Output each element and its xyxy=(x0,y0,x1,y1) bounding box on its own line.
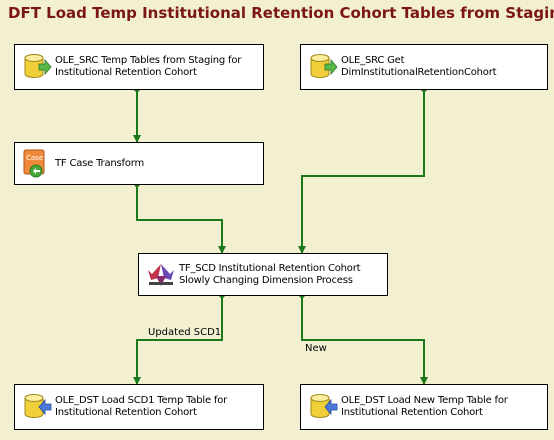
path-label-updated-scd1: Updated SCD1 xyxy=(148,327,222,338)
database-destination-icon xyxy=(308,392,338,422)
database-source-icon xyxy=(308,52,338,82)
component-label: OLE_DST Load SCD1 Temp Table for Institu… xyxy=(55,395,228,418)
path-src-temp-to-case[interactable] xyxy=(133,86,141,143)
scd-transform-icon xyxy=(146,260,176,290)
database-destination-icon xyxy=(22,392,52,422)
component-ole-dst-new[interactable]: OLE_DST Load New Temp Table for Institut… xyxy=(300,384,548,430)
path-scd-to-dst-scd1[interactable] xyxy=(133,292,225,385)
case-transform-icon: Case xyxy=(22,149,52,179)
component-ole-src-get-dim[interactable]: OLE_SRC Get DimInstitutionalRetentionCoh… xyxy=(300,44,548,90)
path-scd-to-dst-new[interactable] xyxy=(299,292,428,385)
path-case-to-scd[interactable] xyxy=(134,181,226,254)
component-label: TF Case Transform xyxy=(55,157,145,169)
component-label: TF_SCD Institutional Retention Cohort Sl… xyxy=(179,262,361,286)
component-tf-case-transform[interactable]: Case TF Case Transform xyxy=(14,142,264,185)
component-tf-scd[interactable]: TF_SCD Institutional Retention Cohort Sl… xyxy=(138,253,388,296)
component-label: OLE_DST Load New Temp Table for Institut… xyxy=(341,395,508,418)
data-flow-title: DFT Load Temp Institutional Retention Co… xyxy=(8,4,554,22)
path-label-new: New xyxy=(305,343,327,354)
svg-text:Case: Case xyxy=(26,154,43,162)
path-src-dim-to-scd[interactable] xyxy=(298,86,427,254)
database-source-icon xyxy=(22,52,52,82)
component-label: OLE_SRC Get DimInstitutionalRetentionCoh… xyxy=(341,55,497,78)
component-ole-src-temp-tables[interactable]: OLE_SRC Temp Tables from Staging for Ins… xyxy=(14,44,264,90)
component-label: OLE_SRC Temp Tables from Staging for Ins… xyxy=(55,55,242,78)
component-ole-dst-scd1[interactable]: OLE_DST Load SCD1 Temp Table for Institu… xyxy=(14,384,264,430)
